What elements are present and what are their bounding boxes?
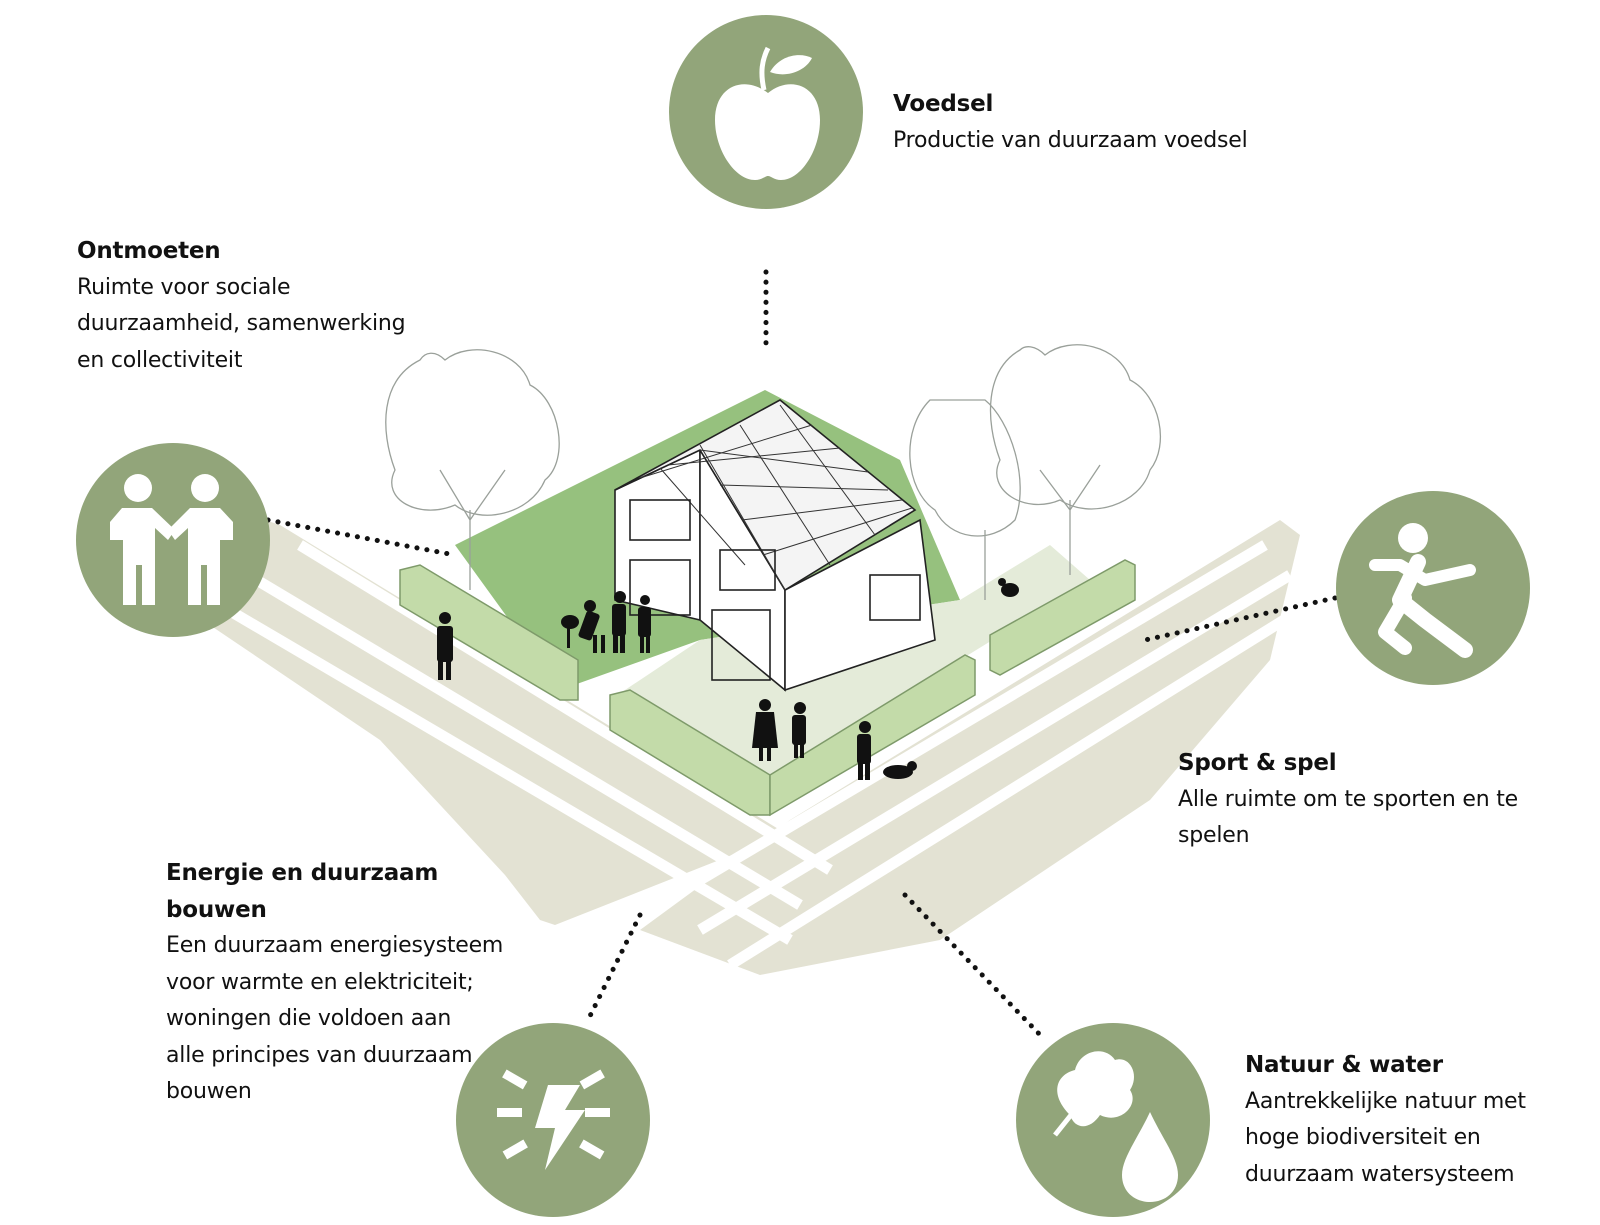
energie-circle bbox=[456, 1023, 650, 1217]
ontmoeten-description-line: duurzaamheid, samenwerking bbox=[77, 311, 406, 336]
natuur-circle bbox=[1016, 1023, 1210, 1217]
ontmoeten-title: Ontmoeten bbox=[77, 238, 221, 264]
ontmoeten-label: Ontmoeten Ruimte voor sociale duurzaamhe… bbox=[77, 233, 406, 379]
natuur-title: Natuur & water bbox=[1245, 1052, 1443, 1078]
sport-title: Sport & spel bbox=[1178, 750, 1337, 776]
natuur-description-line: Aantrekkelijke natuur met bbox=[1245, 1088, 1526, 1114]
energie-description-line: woningen die voldoen aan bbox=[166, 1006, 452, 1031]
voedsel-label: Voedsel Productie van duurzaam voedsel bbox=[893, 86, 1248, 159]
energie-description-line: alle principes van duurzaam bbox=[166, 1042, 473, 1068]
hedges bbox=[399, 559, 1136, 817]
energie-title-line: Energie en duurzaam bbox=[166, 860, 439, 886]
people-silhouettes bbox=[437, 578, 1019, 780]
lightning-bolt-icon bbox=[497, 1069, 610, 1170]
energie-title-line: bouwen bbox=[166, 896, 267, 923]
ontmoeten-description-line: en collectiviteit bbox=[77, 347, 243, 373]
voedsel-circle bbox=[669, 15, 863, 209]
ontmoeten-description-line: Ruimte voor sociale bbox=[77, 274, 291, 300]
tree-right bbox=[909, 344, 1162, 600]
energie-description-line: bouwen bbox=[166, 1079, 252, 1104]
natuur-label: Natuur & water Aantrekkelijke natuur met… bbox=[1245, 1047, 1526, 1193]
ontmoeten-circle bbox=[76, 443, 270, 637]
energie-description-line: Een duurzaam energiesysteem bbox=[166, 933, 504, 958]
house-with-solar-roof bbox=[614, 399, 936, 692]
sport-label: Sport & spel Alle ruimte om te sporten e… bbox=[1178, 745, 1518, 855]
sport-description-line: spelen bbox=[1178, 823, 1250, 848]
sport-circle bbox=[1336, 491, 1530, 685]
leaf-water-drop-icon bbox=[1053, 1051, 1178, 1202]
tree-left bbox=[385, 349, 560, 590]
apple-icon bbox=[715, 46, 820, 180]
energie-label: Energie en duurzaam bouwen Een duurzaam … bbox=[166, 855, 503, 1111]
road-network bbox=[195, 520, 1303, 975]
natuur-description-line: duurzaam watersysteem bbox=[1245, 1161, 1515, 1187]
running-person-icon bbox=[1369, 523, 1476, 658]
voedsel-title: Voedsel bbox=[893, 91, 994, 117]
natuur-description-line: hoge biodiversiteit en bbox=[1245, 1125, 1481, 1150]
voedsel-description: Productie van duurzaam voedsel bbox=[893, 127, 1248, 153]
energie-description-line: voor warmte en elektriciteit; bbox=[166, 969, 474, 995]
connector-lines bbox=[265, 269, 1338, 1043]
handshake-icon bbox=[110, 474, 233, 605]
sport-description-line: Alle ruimte om te sporten en te bbox=[1178, 786, 1518, 812]
